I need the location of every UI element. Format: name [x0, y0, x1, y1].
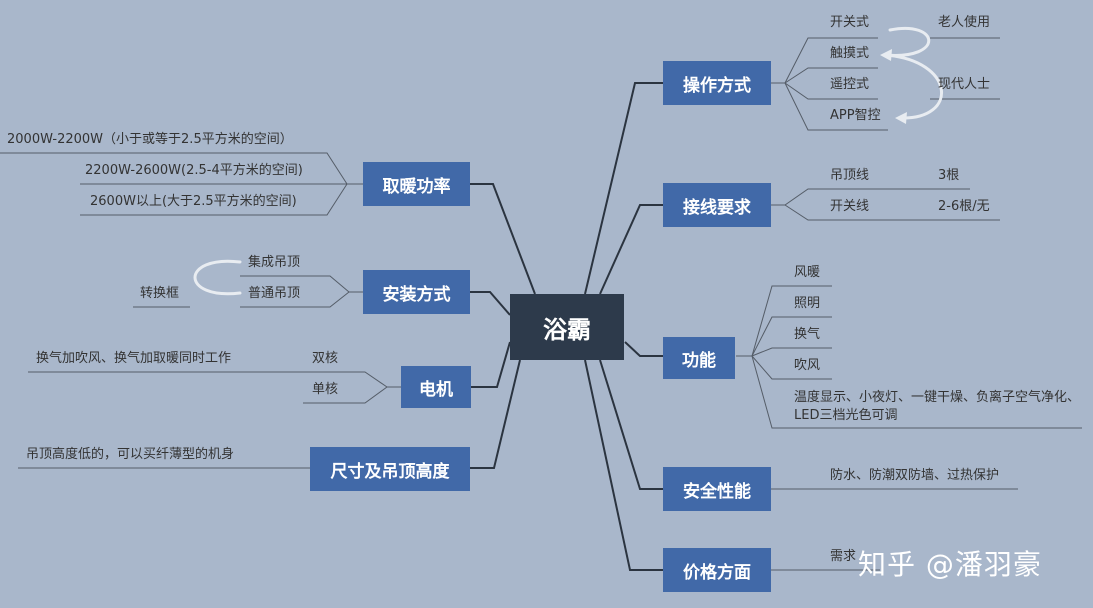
wiring-switch-value: 2-6根/无	[938, 199, 990, 214]
root-node[interactable]: 浴霸	[510, 294, 624, 360]
motor-note: 换气加吹风、换气加取暖同时工作	[36, 351, 232, 366]
branch-power[interactable]: 取暖功率	[363, 162, 470, 206]
branch-wiring[interactable]: 接线要求	[663, 183, 771, 227]
price-item: 需求	[830, 549, 857, 564]
motor-item-dual: 双核	[312, 351, 339, 366]
branch-function[interactable]: 功能	[663, 337, 735, 379]
branch-operation[interactable]: 操作方式	[663, 61, 771, 105]
install-item-integrated: 集成吊顶	[248, 255, 301, 270]
operation-note-elderly: 老人使用	[938, 15, 991, 30]
safety-item: 防水、防潮双防墙、过热保护	[830, 468, 1000, 483]
function-item-heat: 风暖	[794, 265, 821, 280]
power-item-1: 2000W-2200W（小于或等于2.5平方米的空间）	[7, 132, 293, 147]
wiring-ceiling-value: 3根	[938, 168, 960, 183]
install-item-normal: 普通吊顶	[248, 286, 301, 301]
wiring-ceiling-label: 吊顶线	[830, 168, 870, 183]
power-item-2: 2200W-2600W(2.5-4平方米的空间)	[85, 163, 303, 178]
power-item-3: 2600W以上(大于2.5平方米的空间)	[90, 194, 297, 209]
size-item: 吊顶高度低的，可以买纤薄型的机身	[26, 447, 235, 462]
operation-item-switch: 开关式	[830, 15, 870, 30]
branch-motor[interactable]: 电机	[401, 366, 471, 408]
wiring-switch-label: 开关线	[830, 199, 870, 214]
function-item-vent: 换气	[794, 327, 821, 342]
branch-size[interactable]: 尺寸及吊顶高度	[310, 447, 470, 491]
watermark: 知乎 @潘羽豪	[858, 548, 1042, 581]
operation-item-touch: 触摸式	[830, 46, 870, 61]
motor-item-single: 单核	[312, 382, 339, 397]
operation-note-modern: 现代人士	[938, 77, 991, 92]
branch-install[interactable]: 安装方式	[363, 270, 470, 314]
branch-price[interactable]: 价格方面	[663, 548, 771, 592]
function-item-blow: 吹风	[794, 358, 821, 373]
branch-safety[interactable]: 安全性能	[663, 467, 771, 511]
function-item-light: 照明	[794, 296, 821, 311]
operation-item-app: APP智控	[830, 108, 881, 123]
function-extra: 温度显示、小夜灯、一键干燥、负离子空气净化、LED三档光色可调	[794, 390, 1081, 423]
operation-item-remote: 遥控式	[830, 77, 870, 92]
install-note: 转换框	[140, 286, 180, 301]
